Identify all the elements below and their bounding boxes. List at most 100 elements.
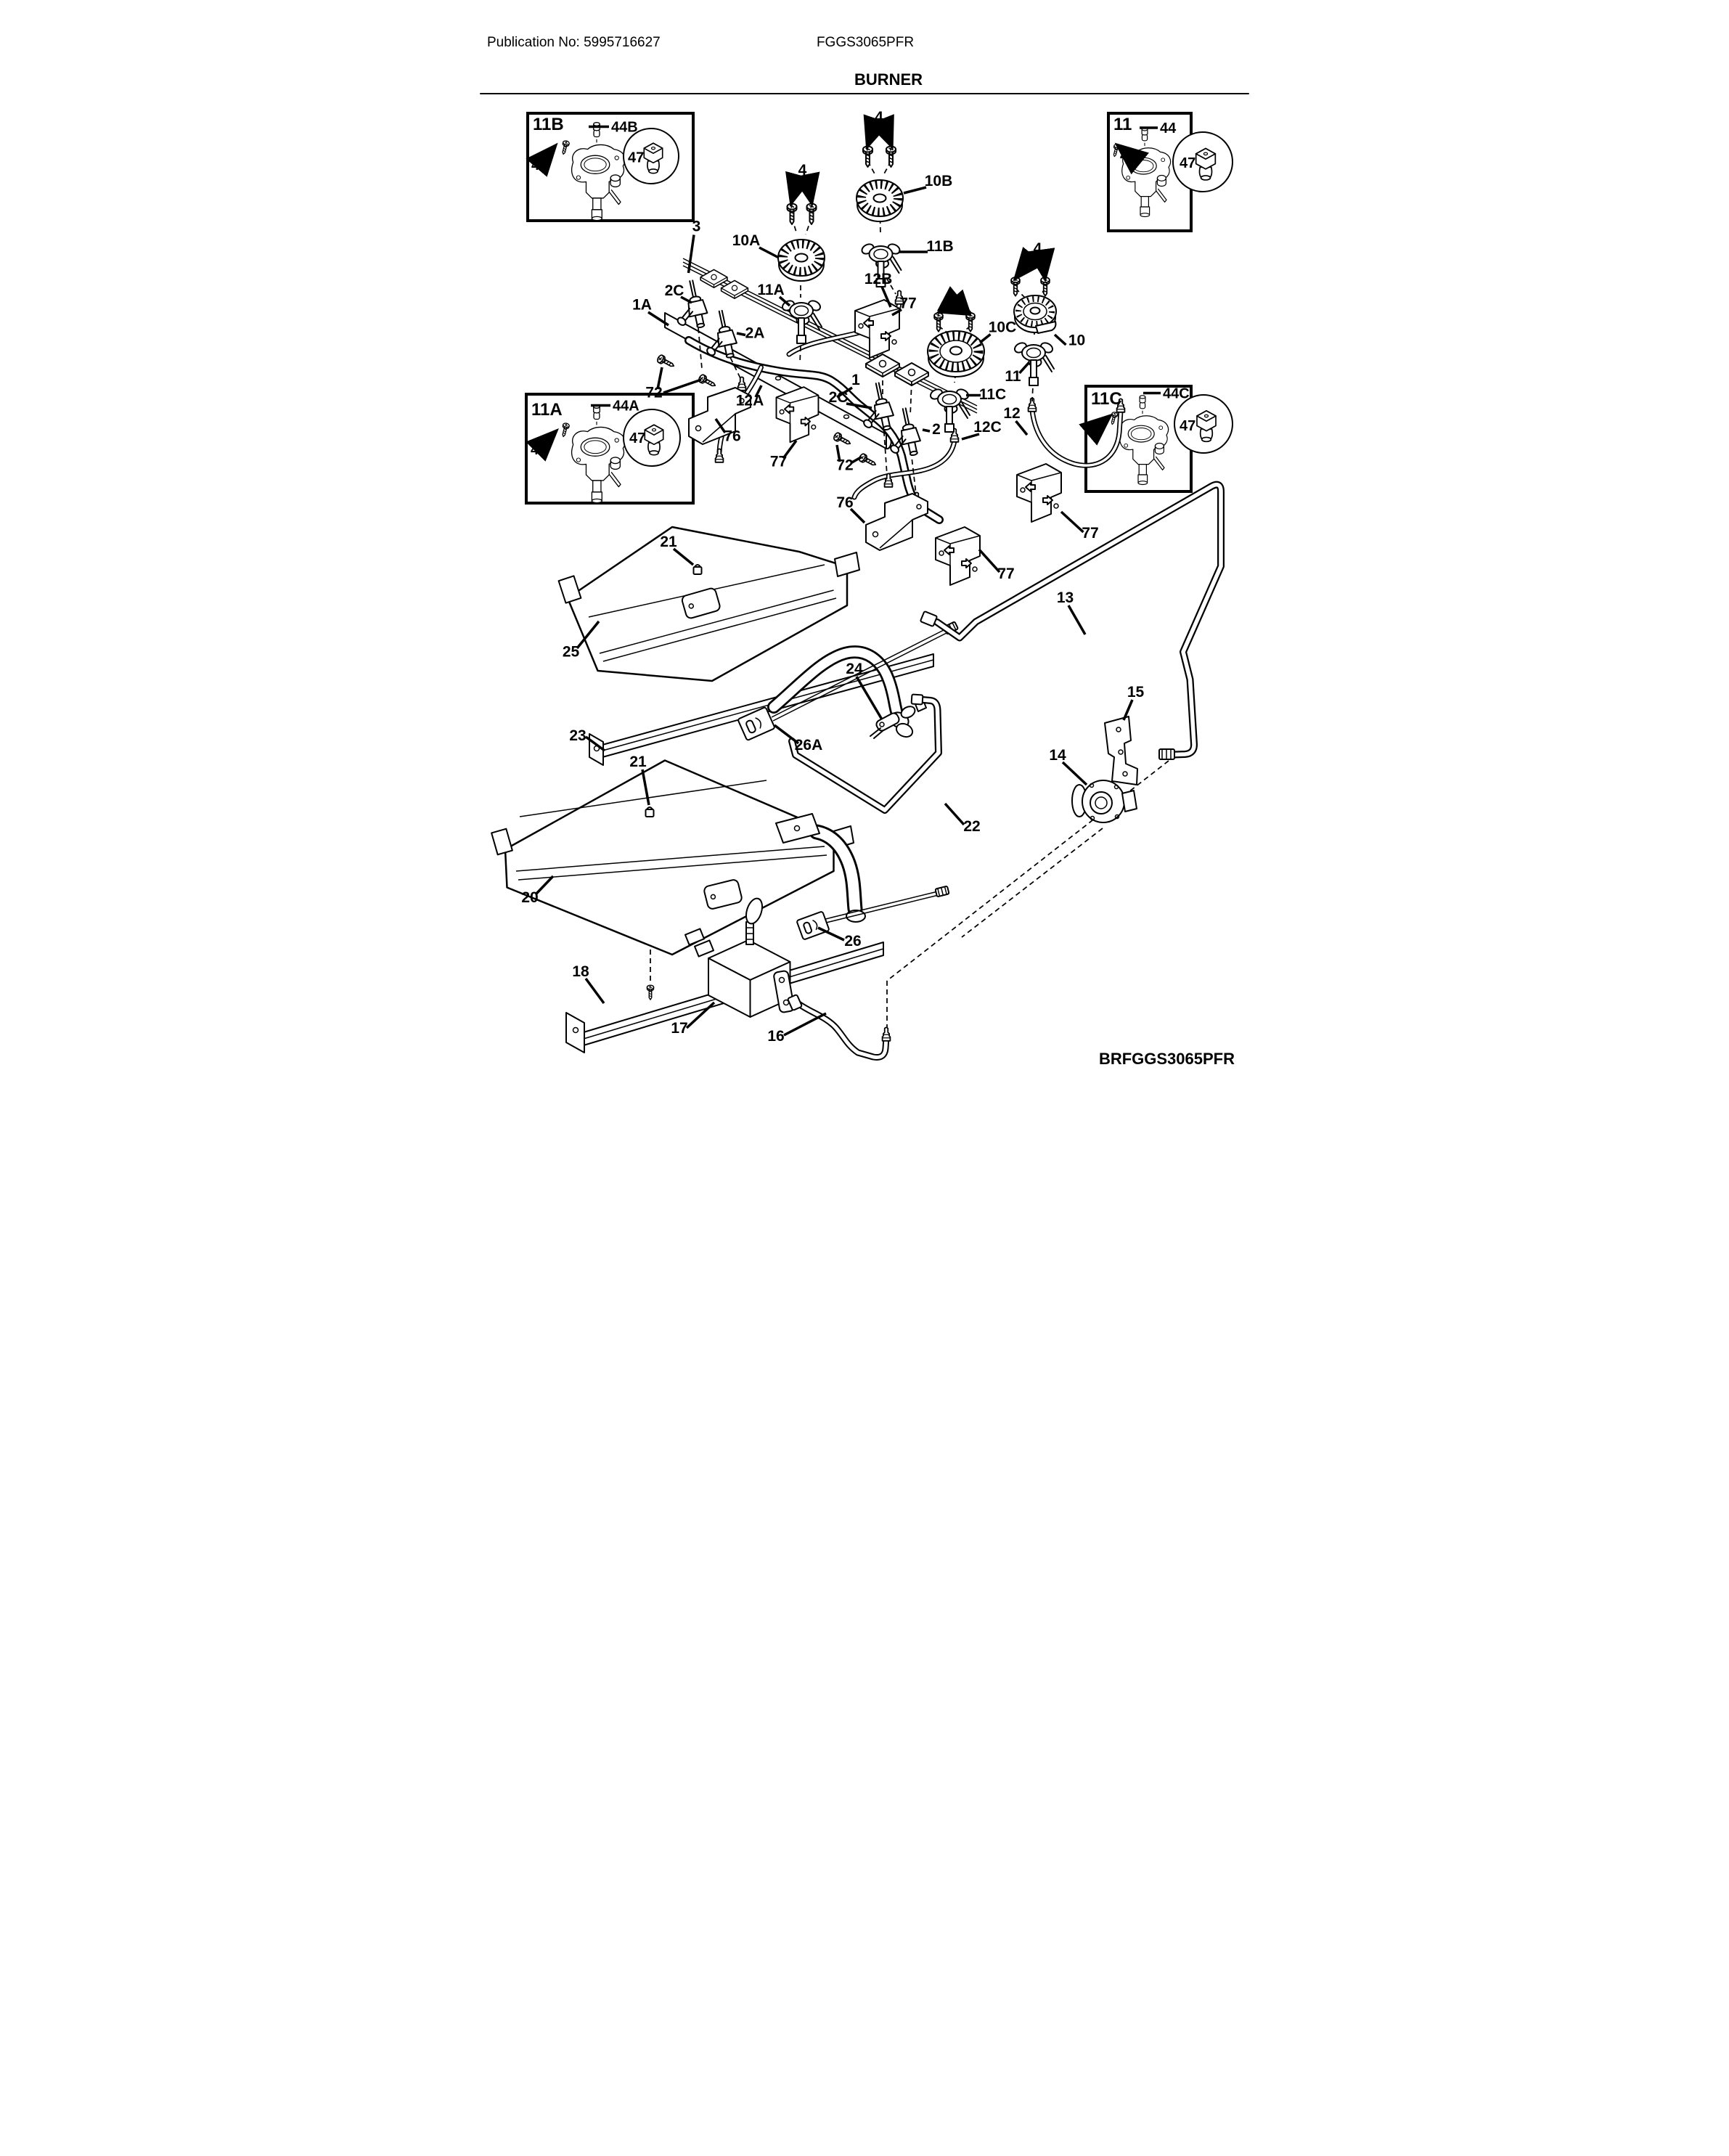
callout-21: 21 bbox=[660, 534, 677, 550]
orifice-fitting bbox=[737, 376, 746, 391]
leader-line bbox=[640, 769, 650, 806]
leader-line bbox=[672, 547, 694, 566]
leader-line bbox=[525, 428, 559, 462]
oven-burner-tube-upper bbox=[767, 645, 913, 738]
bracket-77 bbox=[775, 386, 819, 444]
callout-2: 2 bbox=[932, 421, 941, 438]
leader-line bbox=[785, 171, 812, 207]
leader-line bbox=[685, 1001, 715, 1029]
leader-line bbox=[863, 114, 890, 150]
callout-4: 4 bbox=[952, 292, 961, 309]
callout-26: 26 bbox=[844, 933, 861, 950]
page-header: Publication No: 5995716627 FGGS3065PFR B… bbox=[479, 35, 1249, 94]
callout-76: 76 bbox=[724, 428, 740, 445]
leader-line bbox=[773, 724, 799, 745]
burner-cap-10C bbox=[926, 330, 985, 377]
callout-44: 44 bbox=[1160, 121, 1177, 136]
burner-cap-10A bbox=[777, 239, 825, 282]
screw-4 bbox=[786, 203, 797, 225]
leader-line bbox=[736, 332, 745, 337]
callout-20: 20 bbox=[521, 889, 538, 906]
callout-47: 47 bbox=[629, 430, 645, 446]
leader-line bbox=[922, 428, 930, 433]
burner-valve-assembly-11 bbox=[1111, 128, 1170, 217]
callout-72: 72 bbox=[836, 457, 853, 474]
leader-line bbox=[1053, 333, 1067, 346]
callout-2A: 2A bbox=[745, 325, 764, 342]
mounting-bracket-15 bbox=[1103, 716, 1138, 785]
leader-line bbox=[961, 433, 979, 441]
leader-line bbox=[1013, 246, 1045, 282]
callout-47: 47 bbox=[1180, 418, 1195, 434]
leader-line bbox=[846, 402, 872, 409]
callout-4: 4 bbox=[798, 162, 806, 179]
bracket-76 bbox=[864, 493, 928, 551]
screw-4 bbox=[862, 145, 873, 168]
leader-line bbox=[849, 456, 862, 465]
leader-line bbox=[679, 295, 692, 304]
oven-igniter-26 bbox=[745, 885, 950, 940]
leader-line bbox=[978, 333, 992, 344]
leader-line bbox=[753, 385, 763, 398]
tube-clamp bbox=[681, 587, 721, 619]
leader-line bbox=[1066, 605, 1087, 635]
callout-44B: 44B bbox=[611, 120, 638, 136]
callout-3: 3 bbox=[692, 219, 700, 235]
leader-line bbox=[655, 367, 663, 390]
callout-11B: 11B bbox=[533, 115, 564, 134]
bracket-77 bbox=[934, 526, 981, 586]
leader-line bbox=[935, 289, 972, 317]
gas-pipe-22 bbox=[788, 693, 942, 814]
leader-line bbox=[1018, 361, 1030, 375]
leader-line bbox=[662, 378, 702, 394]
callout-4: 4 bbox=[1090, 420, 1099, 436]
burner-diagram-svg: Publication No: 5995716627 FGGS3065PFR B… bbox=[479, 35, 1249, 1068]
leader-line bbox=[576, 620, 600, 650]
igniter-harness-26A bbox=[737, 621, 959, 741]
leader-line bbox=[978, 548, 1000, 573]
leader-line bbox=[647, 311, 669, 327]
callout-4: 4 bbox=[1033, 240, 1042, 257]
callout-76: 76 bbox=[836, 494, 853, 511]
callout-18: 18 bbox=[572, 963, 589, 980]
callout-12: 12 bbox=[1003, 405, 1020, 422]
leader-line bbox=[1060, 510, 1084, 534]
leader-line bbox=[778, 295, 790, 307]
callout-16: 16 bbox=[767, 1028, 784, 1045]
leader-line bbox=[687, 234, 695, 274]
pressure-regulator-14 bbox=[1071, 780, 1137, 823]
callout-15: 15 bbox=[1127, 684, 1144, 701]
callout-12C: 12C bbox=[973, 419, 1002, 436]
callout-17: 17 bbox=[671, 1020, 687, 1037]
burner-cap-10B bbox=[855, 179, 904, 222]
clamp-nut-21 bbox=[692, 564, 702, 575]
callout-4: 4 bbox=[1120, 148, 1129, 164]
burner-tube-1 bbox=[684, 336, 944, 524]
callout-1A: 1A bbox=[632, 297, 652, 314]
burner-cap-10 bbox=[1013, 295, 1057, 334]
callout-26A: 26A bbox=[794, 737, 822, 754]
callout-2C: 2C bbox=[664, 282, 684, 299]
callout-10C: 10C bbox=[988, 319, 1016, 336]
leader-line bbox=[867, 114, 894, 150]
callout-11A: 11A bbox=[757, 282, 784, 298]
screw-72 bbox=[696, 373, 718, 390]
leader-line bbox=[835, 444, 841, 462]
callout-25: 25 bbox=[562, 644, 579, 661]
leader-line bbox=[854, 676, 883, 720]
callout-77: 77 bbox=[899, 295, 916, 312]
callout-2C: 2C bbox=[828, 389, 848, 406]
section-title: BURNER bbox=[854, 70, 922, 89]
leader-line bbox=[792, 171, 819, 207]
callout-44A: 44A bbox=[613, 399, 639, 415]
callout-4: 4 bbox=[875, 109, 883, 126]
callout-47: 47 bbox=[1180, 155, 1195, 171]
leader-line bbox=[1014, 420, 1028, 436]
callout-77: 77 bbox=[1082, 525, 1098, 542]
screw-4 bbox=[885, 145, 896, 168]
screw-4 bbox=[1039, 277, 1050, 297]
screw-72 bbox=[857, 452, 878, 469]
leader-line bbox=[835, 386, 853, 399]
callout-11: 11 bbox=[1005, 368, 1021, 385]
screw-72 bbox=[831, 431, 853, 448]
